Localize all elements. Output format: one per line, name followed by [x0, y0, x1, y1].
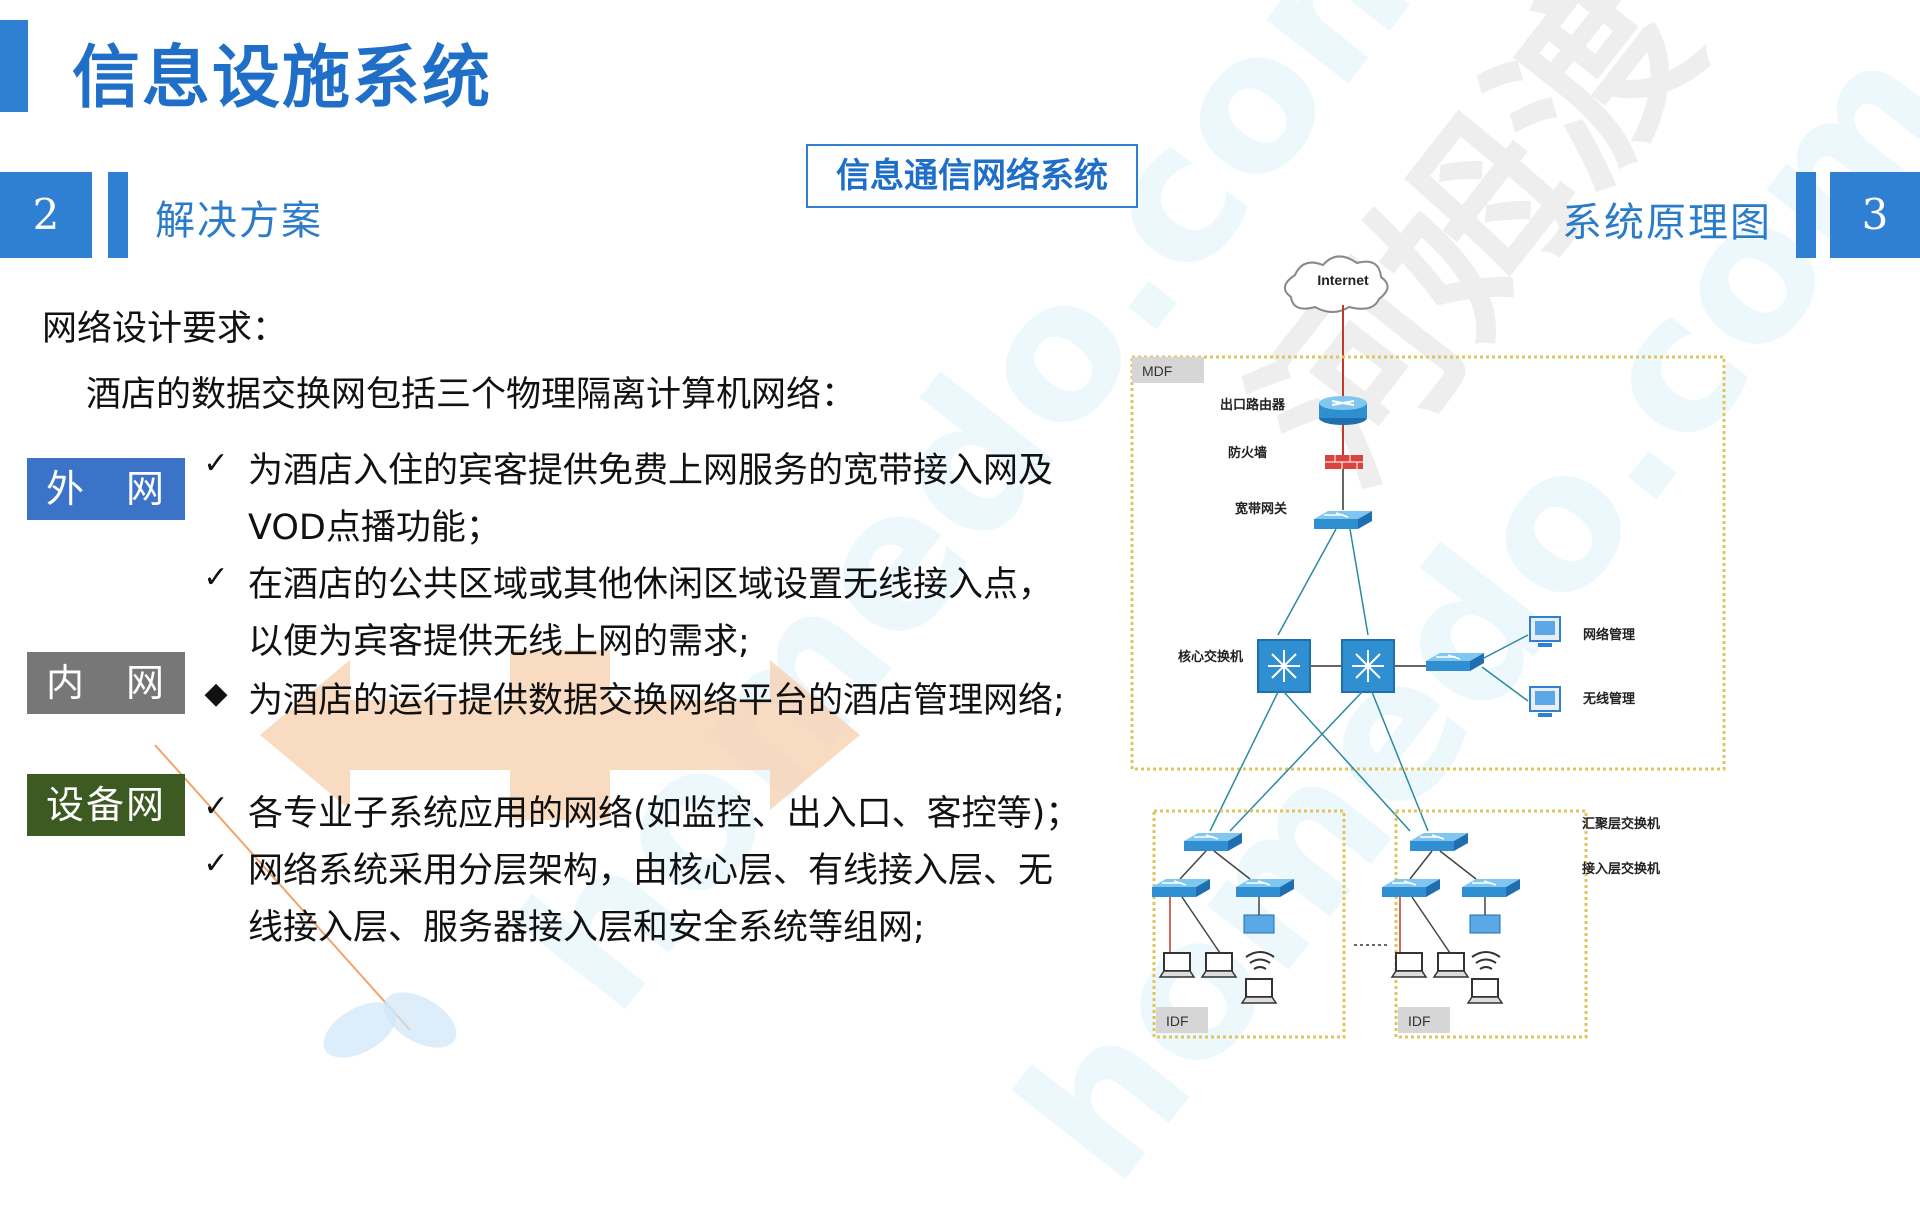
mgmt-switch-icon	[1425, 652, 1485, 672]
laptop-icon	[1467, 978, 1503, 1004]
aggregation-label: 汇聚层交换机	[1582, 816, 1660, 832]
list-item-line: 以便为宾客提供无线上网的需求;	[248, 622, 750, 662]
tag-internal-network: 内 网	[27, 652, 185, 714]
aggregation-switch-icon	[1409, 832, 1469, 852]
list-item-line: 为酒店入住的宾客提供免费上网服务的宽带接入网及	[248, 451, 1054, 491]
decor-petals	[323, 992, 457, 1058]
core-switch-label: 核心交换机	[1178, 649, 1243, 665]
mdf-label: MDF	[1142, 363, 1172, 379]
gateway-label: 宽带网关	[1234, 501, 1287, 517]
section-divider-left	[108, 172, 128, 258]
core-switch-icon	[1257, 639, 1311, 693]
idf-boundary	[1152, 809, 1346, 1039]
router-label: 出口路由器	[1220, 397, 1286, 413]
section-number-left: 2	[0, 172, 92, 258]
check-icon: ✓	[203, 789, 229, 824]
wireless-mgmt-label: 无线管理	[1582, 691, 1635, 707]
aggregation-switch-icon	[1183, 832, 1243, 852]
page-title: 信息设施系统	[72, 39, 493, 118]
access-point-icon	[1469, 914, 1501, 934]
access-label: 接入层交换机	[1582, 861, 1660, 877]
laptop-icon	[1241, 978, 1277, 1004]
internet-label: Internet	[1317, 272, 1369, 288]
access-switch-icon	[1235, 878, 1295, 898]
idf-tag	[1156, 1007, 1208, 1033]
check-icon: ✓	[203, 846, 229, 881]
list-item-line: 各专业子系统应用的网络(如监控、出入口、客控等)；	[248, 794, 1081, 834]
list-item-line: VOD点播功能；	[248, 508, 501, 548]
core-switch-icon	[1341, 639, 1395, 693]
list-item-line: 线接入层、服务器接入层和安全系统等组网;	[248, 908, 925, 948]
idf-boundary	[1394, 809, 1588, 1039]
wireless-signal-icon	[1471, 951, 1501, 970]
gateway-icon	[1313, 510, 1373, 530]
mdf-tag	[1132, 357, 1204, 383]
idf-label: IDF	[1408, 1013, 1431, 1029]
laptop-icon	[1159, 952, 1195, 978]
wireless-management-pc-icon	[1529, 686, 1561, 718]
section-divider-right	[1796, 172, 1816, 258]
idf-tag	[1398, 1007, 1450, 1033]
wireless-signal-icon	[1245, 951, 1275, 970]
access-switch-icon	[1151, 878, 1211, 898]
router-icon	[1319, 396, 1367, 425]
section-heading-left: 解决方案	[155, 198, 323, 244]
diamond-bullet-icon: ◆	[204, 676, 228, 711]
list-item-line: 网络系统采用分层架构，由核心层、有线接入层、无	[248, 851, 1054, 891]
requirements-heading: 网络设计要求：	[42, 309, 288, 349]
list-item-line: 为酒店的运行提供数据交换网络平台的酒店管理网络;	[248, 681, 1065, 721]
access-switch-icon	[1381, 878, 1441, 898]
net-mgmt-label: 网络管理	[1583, 627, 1635, 643]
idf-label: IDF	[1166, 1013, 1189, 1029]
double-arrow-graphic	[260, 650, 860, 820]
tag-external-network: 外 网	[27, 458, 185, 520]
network-management-pc-icon	[1529, 616, 1561, 648]
mdf-boundary	[1130, 355, 1726, 771]
section-number-right: 3	[1830, 172, 1920, 258]
access-switch-icon	[1461, 878, 1521, 898]
tag-device-network: 设备网	[27, 774, 185, 836]
internet-cloud-icon	[1284, 255, 1389, 313]
title-accent-bar	[0, 20, 28, 112]
check-icon: ✓	[203, 560, 229, 595]
firewall-icon	[1325, 455, 1363, 469]
section-heading-right: 系统原理图	[1562, 200, 1772, 246]
decor-line	[154, 744, 411, 1031]
firewall-label: 防火墙	[1228, 445, 1267, 461]
center-label: 信息通信网络系统	[806, 144, 1138, 208]
laptop-icon	[1433, 952, 1469, 978]
network-diagram: Internet MDF 出口路由器 防火墙 宽带网关 核心交换机 网络管理 无…	[1130, 255, 1726, 1039]
requirements-intro: 酒店的数据交换网包括三个物理隔离计算机网络：	[86, 375, 857, 415]
list-item-line: 在酒店的公共区域或其他休闲区域设置无线接入点，	[248, 565, 1054, 605]
access-point-icon	[1243, 914, 1275, 934]
laptop-icon	[1201, 952, 1237, 978]
laptop-icon	[1391, 952, 1427, 978]
check-icon: ✓	[203, 446, 229, 481]
